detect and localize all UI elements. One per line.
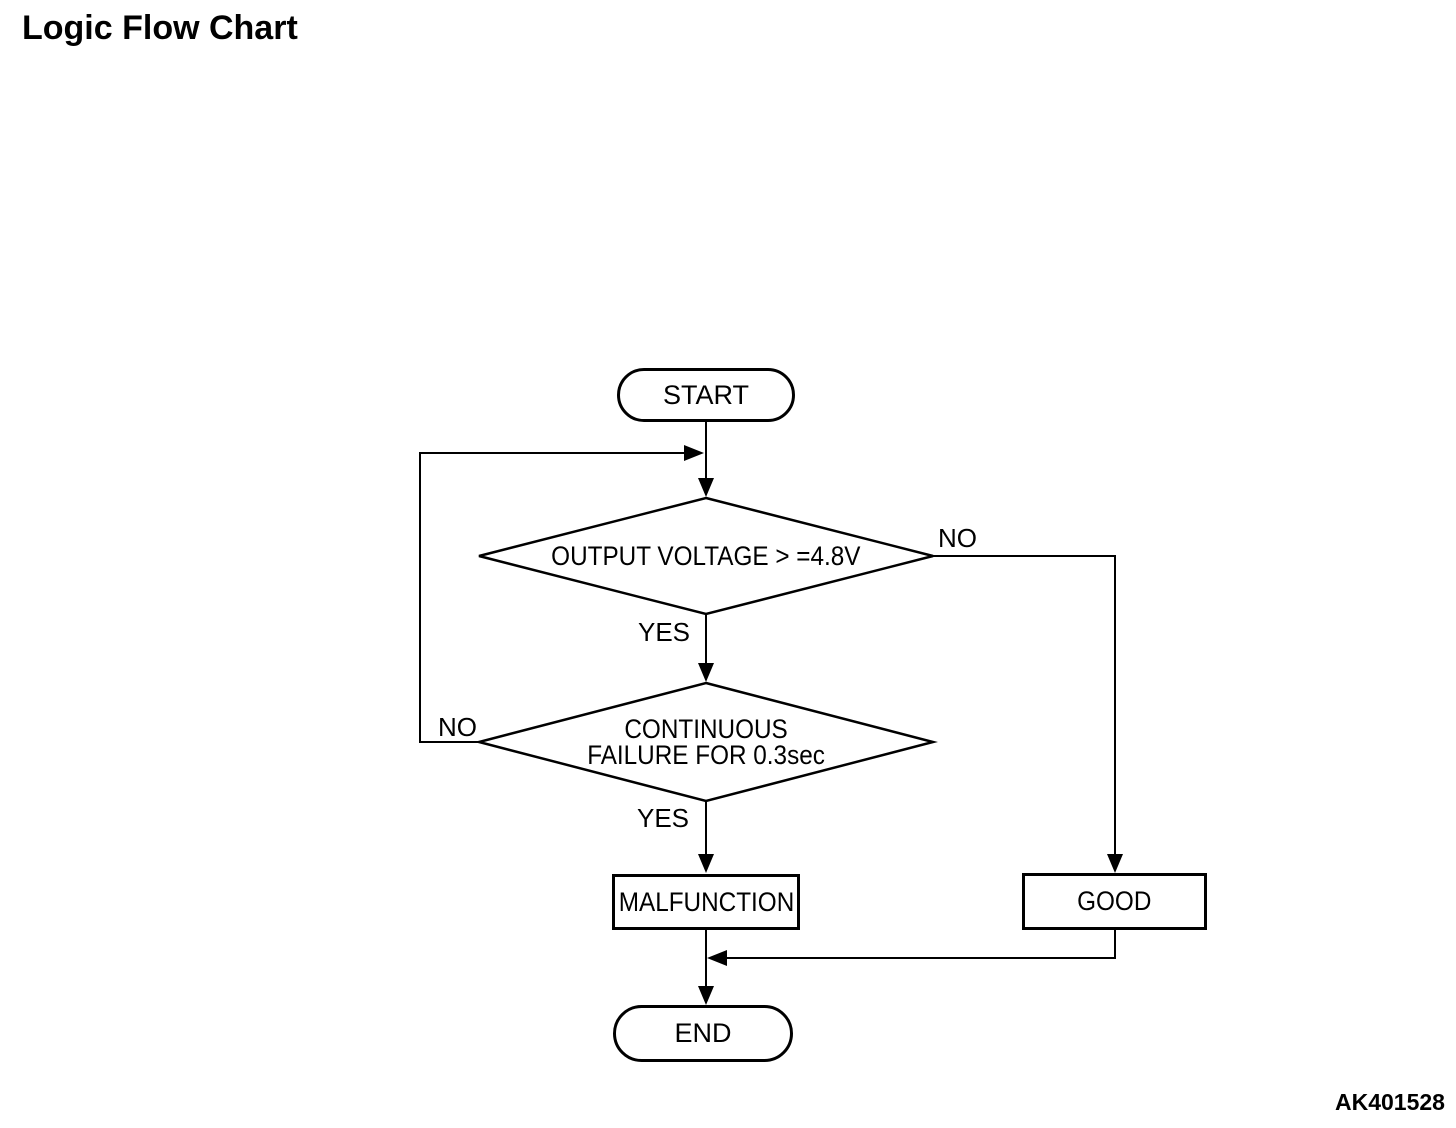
node-good: GOOD (1022, 873, 1207, 930)
page-title: Logic Flow Chart (22, 9, 298, 47)
node-decision-continuous-failure (474, 681, 938, 803)
edge-decision1-no (933, 555, 1123, 873)
arrow-down-icon (698, 986, 714, 1005)
edge-decision1-yes (698, 614, 714, 682)
edge-good-to-junction (707, 930, 1116, 966)
node-start: START (617, 368, 795, 422)
arrow-down-icon (1107, 854, 1123, 873)
edge-line (419, 452, 684, 743)
node-decision-output-voltage (478, 496, 934, 616)
decision2-no-label: NO (438, 712, 477, 742)
edge-line (726, 930, 1116, 959)
edge-malfunction-to-end (698, 930, 714, 1005)
edge-line (933, 555, 1116, 854)
edge-decision2-no-loopback (419, 445, 704, 743)
decision1-yes-label: YES (638, 617, 691, 647)
edge-decision2-yes (698, 801, 714, 873)
arrow-left-icon (707, 950, 727, 966)
start-label: START (662, 379, 749, 410)
end-label: END (674, 1018, 732, 1048)
decision2-yes-label: YES (637, 803, 690, 833)
arrow-down-icon (698, 854, 714, 873)
arrow-right-icon (684, 445, 704, 461)
arrow-down-icon (698, 478, 714, 497)
node-end: END (613, 1005, 793, 1062)
node-malfunction: MALFUNCTION (612, 874, 800, 930)
decision1-no-label: NO (938, 523, 977, 553)
edge-start-to-decision1 (698, 422, 714, 497)
arrow-down-icon (698, 663, 714, 682)
figure-code: AK401528 (1335, 1089, 1445, 1115)
malfunction-label: MALFUNCTION (618, 886, 794, 917)
good-label: GOOD (1077, 886, 1152, 916)
